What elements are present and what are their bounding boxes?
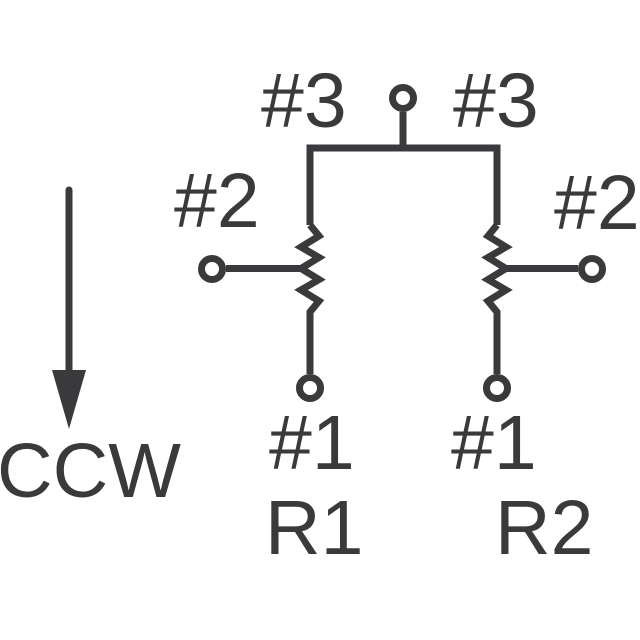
label-terminal2-right: #2 <box>554 160 640 246</box>
terminal-1-left-circle <box>296 374 324 402</box>
terminal-2-right-circle <box>578 255 606 283</box>
label-terminal3-right: #3 <box>453 58 539 144</box>
label-terminal1-right: #1 <box>451 400 537 486</box>
resistor-r1-element <box>294 222 326 374</box>
ccw-arrowhead-icon <box>52 370 86 429</box>
schematic-ink-group <box>52 84 606 429</box>
resistor-r2-element <box>481 222 513 374</box>
label-ccw-direction: CCW <box>0 428 181 514</box>
common-bus-wire <box>306 144 501 225</box>
terminal-2-left-circle <box>198 255 226 283</box>
label-terminal1-left: #1 <box>269 400 355 486</box>
terminal-3-circle <box>389 84 417 112</box>
label-resistor-r2: R2 <box>495 485 594 571</box>
label-resistor-r1: R1 <box>265 485 364 571</box>
label-terminal2-left: #2 <box>174 158 260 244</box>
terminal-1-right-circle <box>483 374 511 402</box>
label-terminal3-left: #3 <box>261 58 347 144</box>
